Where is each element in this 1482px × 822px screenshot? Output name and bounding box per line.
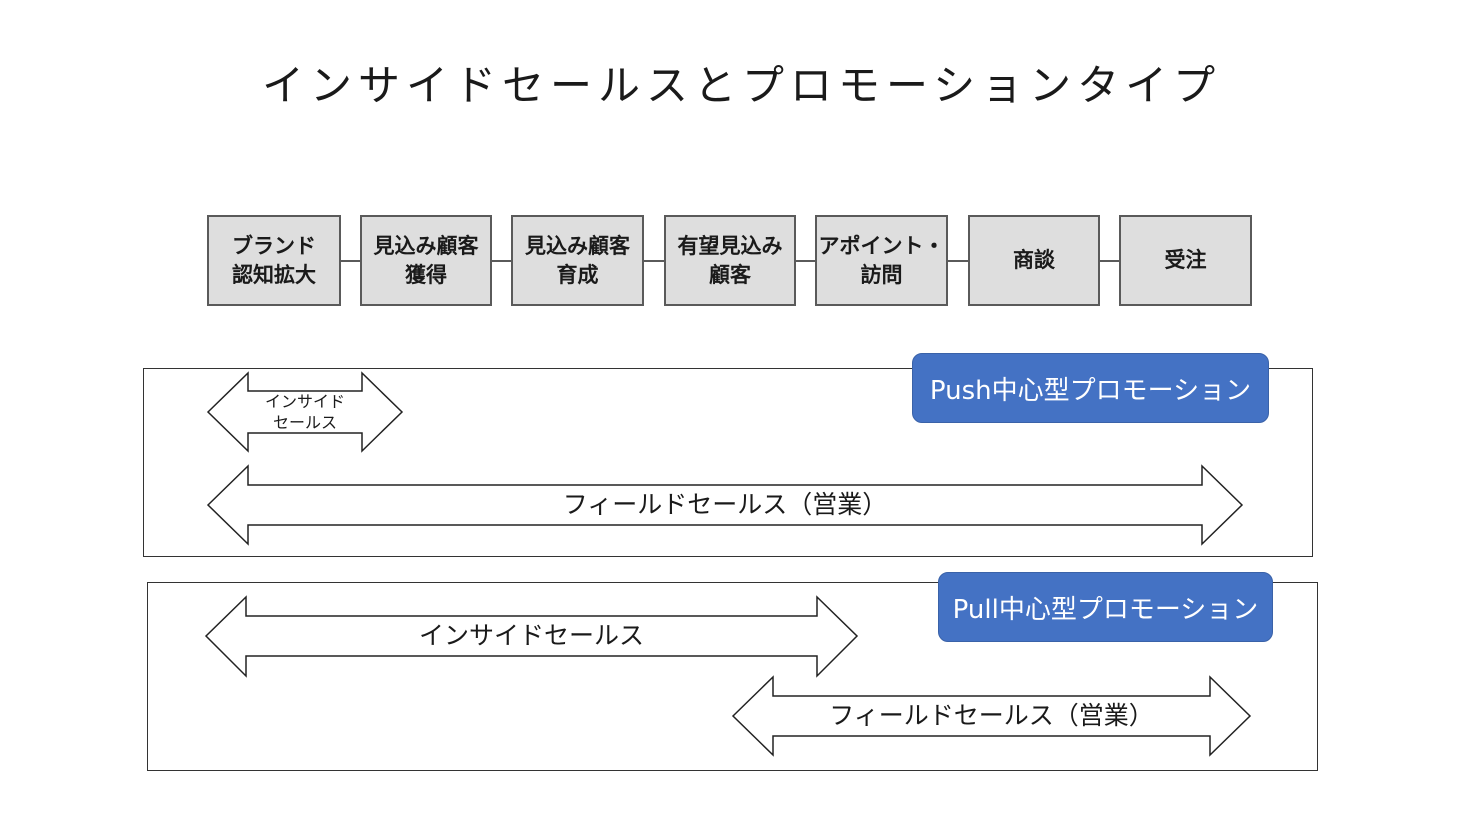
stage-connector — [1099, 260, 1120, 262]
stage-negotiation: 商談 — [968, 215, 1100, 306]
stage-lead-acquisition: 見込み顧客 獲得 — [360, 215, 492, 306]
stage-label-line1: 見込み顧客 — [525, 233, 630, 258]
stage-label-line1: 受注 — [1164, 248, 1207, 272]
stage-connector — [491, 260, 512, 262]
pull-field-sales-label: フィールドセールス（営業） — [829, 701, 1154, 730]
stage-label-line2: 顧客 — [709, 262, 751, 287]
push-inside-sales-label: インサイド セールス — [248, 391, 362, 433]
push-inside-sales-label-line2: セールス — [272, 413, 337, 432]
pull-inside-sales-label: インサイドセールス — [418, 621, 644, 650]
stage-connector — [643, 260, 665, 262]
push-field-sales-arrow — [206, 464, 1244, 546]
stage-brand-awareness: ブランド 認知拡大 — [207, 215, 341, 306]
stage-label-line1: アポイント・ — [818, 233, 945, 258]
stage-connector — [947, 260, 969, 262]
push-inside-sales-arrow — [206, 371, 404, 453]
push-inside-sales-label-line1: インサイド — [264, 392, 345, 411]
stage-label-line2: 育成 — [556, 262, 599, 287]
stage-appointment-visit: アポイント・ 訪問 — [815, 215, 948, 306]
pull-field-sales-arrow — [731, 675, 1252, 757]
pull-inside-sales-arrow — [204, 595, 859, 678]
push-promotion-badge: Push中心型プロモーション — [912, 353, 1269, 423]
slide-title: インサイドセールスとプロモーションタイプ — [262, 61, 1222, 110]
stage-connector — [795, 260, 816, 262]
stage-label-line1: ブランド — [232, 233, 316, 258]
stage-label-line2: 獲得 — [405, 262, 447, 287]
stage-qualified-lead: 有望見込み 顧客 — [664, 215, 796, 306]
stage-label-line1: 見込み顧客 — [373, 233, 479, 258]
pull-promotion-badge: Pull中心型プロモーション — [938, 572, 1273, 642]
stage-label-line2: 認知拡大 — [232, 262, 316, 287]
stage-connector — [340, 260, 361, 262]
stage-label-line2: 訪問 — [860, 262, 903, 287]
stage-label-line1: 商談 — [1013, 248, 1055, 272]
stage-label-line1: 有望見込み — [677, 233, 783, 258]
stage-order: 受注 — [1119, 215, 1252, 306]
push-field-sales-label: フィールドセールス（営業） — [562, 490, 888, 519]
stage-lead-nurturing: 見込み顧客 育成 — [511, 215, 644, 306]
